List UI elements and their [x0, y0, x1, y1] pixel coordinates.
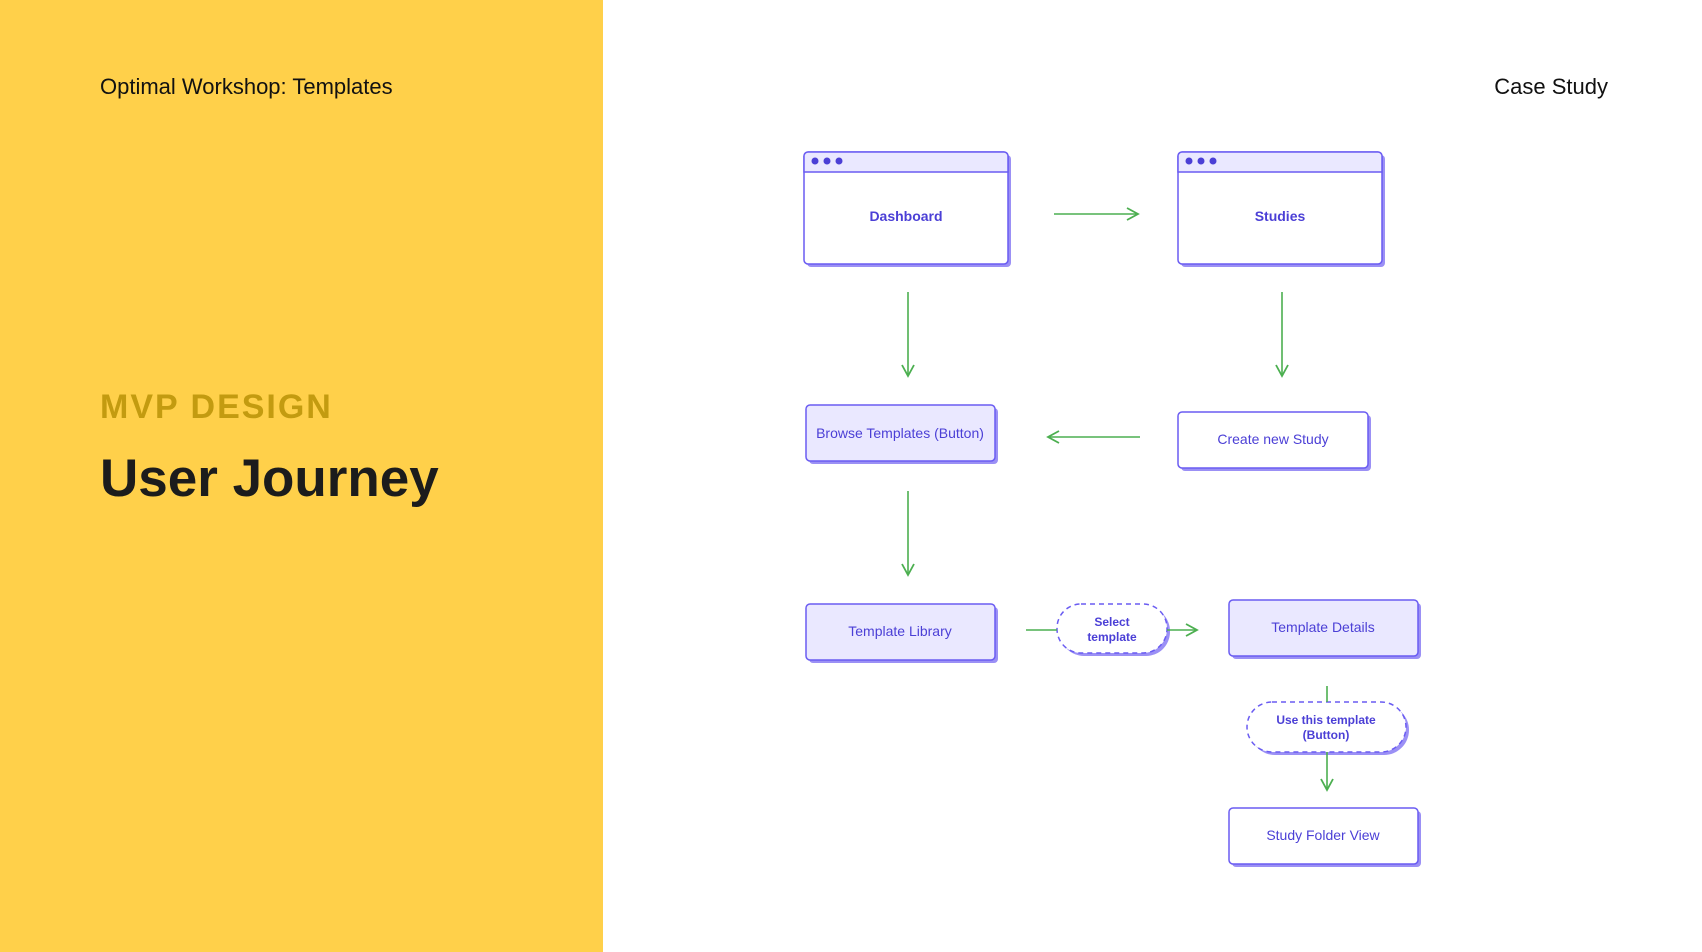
select-template-line1: Select [1094, 615, 1129, 629]
case-study-label: Case Study [1494, 74, 1608, 99]
studies-window-node: Studies [1177, 151, 1385, 267]
dashboard-label: Dashboard [869, 208, 942, 224]
studies-label: Studies [1255, 208, 1306, 224]
left-panel [0, 0, 603, 952]
template-details-label: Template Details [1271, 619, 1375, 635]
create-new-study-label: Create new Study [1217, 431, 1328, 447]
section-eyebrow: MVP DESIGN [100, 388, 333, 426]
create-new-study-node: Create new Study [1177, 411, 1371, 471]
browse-templates-node: Browse Templates (Button) [805, 404, 998, 464]
study-folder-view-label: Study Folder View [1266, 827, 1380, 843]
use-template-step: Use this template (Button) [1246, 701, 1409, 755]
template-library-node: Template Library [805, 603, 998, 663]
use-template-line1: Use this template [1276, 713, 1376, 727]
page-title: User Journey [100, 449, 439, 508]
template-library-label: Template Library [848, 623, 952, 639]
study-folder-view-node: Study Folder View [1228, 807, 1421, 867]
project-title: Optimal Workshop: Templates [100, 74, 393, 99]
use-template-line2: (Button) [1303, 728, 1350, 742]
dashboard-window-node: Dashboard [803, 151, 1011, 267]
select-template-step: Select template [1056, 603, 1170, 656]
select-template-line2: template [1087, 630, 1137, 644]
template-details-node: Template Details [1228, 599, 1421, 659]
browse-templates-label: Browse Templates (Button) [816, 425, 984, 441]
